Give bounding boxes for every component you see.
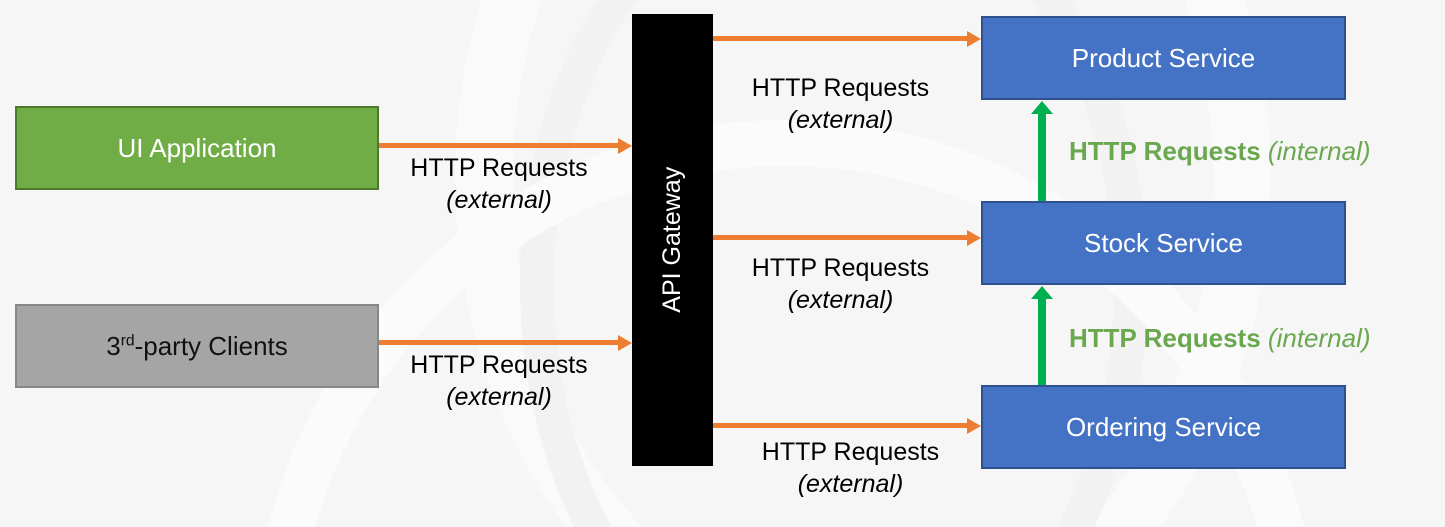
label-line-1: HTTP Requests <box>410 351 588 379</box>
label-stock-to-product: HTTP Requests (internal) <box>1069 136 1371 167</box>
node-stock-service-label: Stock Service <box>1084 227 1243 258</box>
label-internal-italic: (internal) <box>1267 323 1371 353</box>
node-third-party-clients[interactable]: 3rd-party Clients <box>15 304 379 388</box>
label-line-2: (external) <box>446 383 552 411</box>
node-api-gateway[interactable]: API Gateway <box>632 14 713 466</box>
arrow-gateway-to-product <box>713 36 968 41</box>
label-line-2: (external) <box>787 106 894 134</box>
node-ordering-service-label: Ordering Service <box>1065 411 1262 442</box>
node-stock-service[interactable]: Stock Service <box>981 201 1346 285</box>
node-api-gateway-label: API Gateway <box>657 167 686 313</box>
arrow-clients-to-gateway <box>379 340 619 345</box>
label-internal-italic: (internal) <box>1267 136 1371 166</box>
label-line-2: (external) <box>787 286 894 314</box>
node-ui-application-label: UI Application <box>117 132 277 163</box>
label-internal-bold: HTTP Requests <box>1069 136 1261 166</box>
node-ui-application[interactable]: UI Application <box>15 106 379 190</box>
arrow-ordering-to-stock <box>1038 298 1046 385</box>
label-gateway-to-ordering: HTTP Requests (external) <box>713 436 988 500</box>
label-line-1: HTTP Requests <box>751 254 930 282</box>
label-gateway-to-stock: HTTP Requests (external) <box>703 252 978 316</box>
label-line-1: HTTP Requests <box>410 154 588 182</box>
arrow-stock-to-product <box>1038 113 1046 201</box>
arrow-ui-to-gateway <box>379 143 619 148</box>
label-line-2: (external) <box>446 186 552 214</box>
arrow-gateway-to-stock <box>713 235 968 240</box>
node-product-service-label: Product Service <box>1071 42 1256 73</box>
label-ui-to-gateway: HTTP Requests (external) <box>379 152 619 216</box>
label-ordering-to-stock: HTTP Requests (internal) <box>1069 323 1371 354</box>
node-ordering-service[interactable]: Ordering Service <box>981 385 1346 469</box>
label-line-1: HTTP Requests <box>761 438 940 466</box>
label-clients-to-gateway: HTTP Requests (external) <box>379 349 619 413</box>
arrow-gateway-to-ordering <box>713 423 968 428</box>
label-internal-bold: HTTP Requests <box>1069 323 1261 353</box>
label-line-2: (external) <box>797 470 904 498</box>
label-gateway-to-product: HTTP Requests (external) <box>703 72 978 136</box>
node-third-party-clients-label: 3rd-party Clients <box>106 330 288 361</box>
ordinal-suffix: rd <box>120 332 135 350</box>
node-product-service[interactable]: Product Service <box>981 16 1346 100</box>
label-line-1: HTTP Requests <box>751 74 930 102</box>
